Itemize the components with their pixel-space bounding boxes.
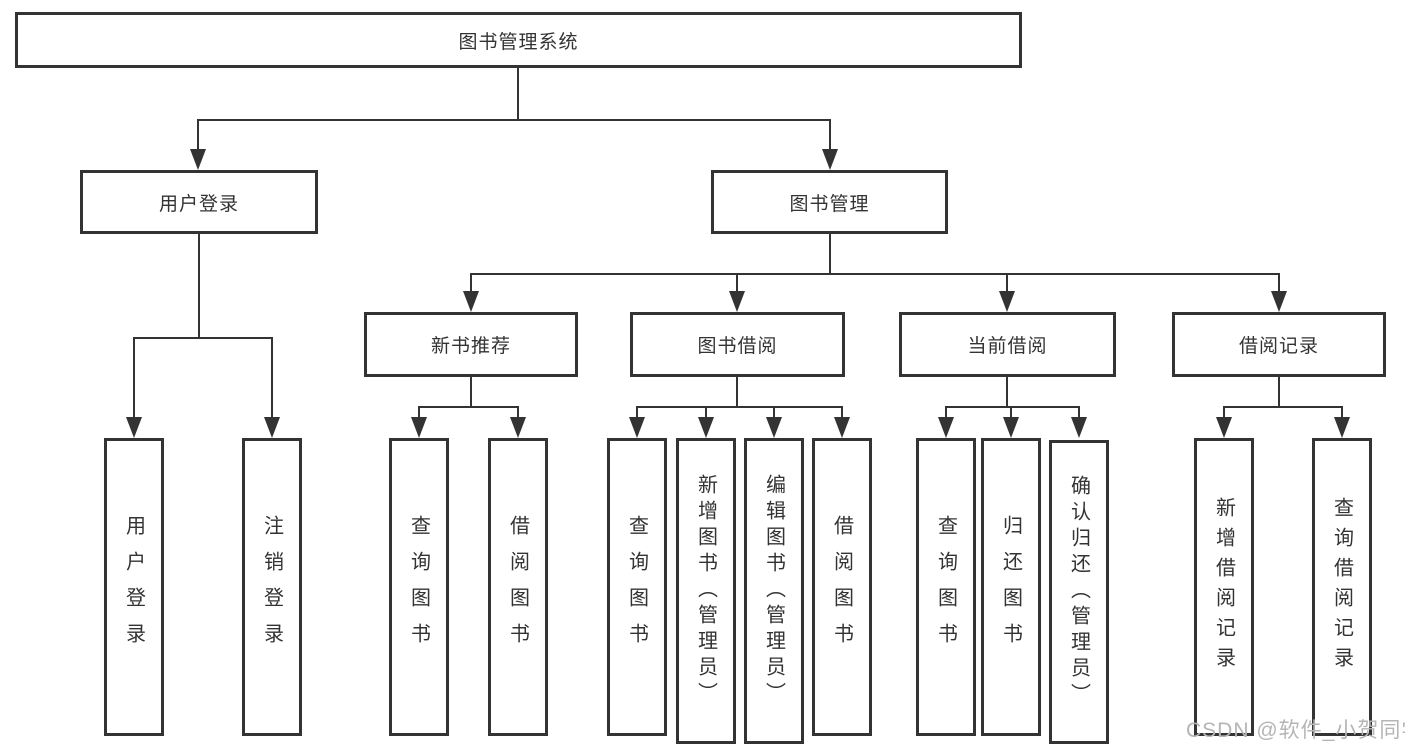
- connector-line: [517, 408, 519, 419]
- arrow-down-icon: [729, 291, 745, 312]
- connector-line: [470, 273, 1280, 275]
- arrow-down-icon: [938, 417, 954, 438]
- arrow-down-icon: [264, 417, 280, 438]
- connector-line: [945, 408, 947, 419]
- arrow-down-icon: [126, 417, 142, 438]
- connector-line: [470, 275, 472, 293]
- connector-line: [470, 377, 472, 408]
- node-user-login-group: 用户登录: [80, 170, 318, 234]
- connector-line: [418, 406, 519, 408]
- connector-line: [636, 406, 843, 408]
- node-book-management-group: 图书管理: [711, 170, 948, 234]
- connector-line: [418, 408, 420, 419]
- leaf-br-add-record: 新增借阅记录: [1194, 438, 1254, 736]
- connector-line: [517, 68, 519, 121]
- leaf-bb-query-book: 查询图书: [607, 438, 667, 736]
- connector-line: [198, 234, 200, 339]
- node-book-management-group-label: 图书管理: [789, 193, 870, 215]
- leaf-nbr-borrow-book: 借阅图书: [488, 438, 548, 736]
- leaf-cb-confirm-return-admin: 确认归还（管理员）: [1049, 440, 1109, 744]
- connector-line: [1010, 408, 1012, 419]
- node-book-borrow-label: 图书借阅: [697, 336, 778, 357]
- leaf-logout: 注销登录: [242, 438, 302, 736]
- connector-line: [133, 339, 135, 419]
- csdn-watermark: CSDN @软件_小贺同学: [1186, 719, 1405, 742]
- connector-line: [773, 408, 775, 419]
- connector-line: [829, 121, 831, 151]
- arrow-down-icon: [1003, 417, 1019, 438]
- connector-line: [705, 408, 707, 419]
- node-root: 图书管理系统: [15, 12, 1022, 68]
- connector-line: [736, 377, 738, 408]
- connector-line: [1278, 275, 1280, 293]
- connector-line: [1223, 406, 1343, 408]
- leaf-bb-add-book-admin: 新增图书（管理员）: [676, 438, 736, 744]
- leaf-br-query-record: 查询借阅记录: [1312, 438, 1372, 736]
- node-book-borrow: 图书借阅: [630, 312, 845, 377]
- connector-line: [271, 339, 273, 419]
- node-current-borrow: 当前借阅: [899, 312, 1116, 377]
- node-user-login-group-label: 用户登录: [158, 193, 239, 215]
- connector-line: [1341, 408, 1343, 419]
- arrow-down-icon: [834, 417, 850, 438]
- leaf-cb-query-book: 查询图书: [916, 438, 976, 736]
- connector-line: [1278, 377, 1280, 408]
- arrow-down-icon: [1216, 417, 1232, 438]
- arrow-down-icon: [411, 417, 427, 438]
- node-borrow-record: 借阅记录: [1172, 312, 1386, 377]
- connector-line: [1223, 408, 1225, 419]
- arrow-down-icon: [1071, 417, 1087, 438]
- arrow-down-icon: [463, 291, 479, 312]
- arrow-down-icon: [698, 417, 714, 438]
- connector-line: [133, 337, 273, 339]
- arrow-down-icon: [1334, 417, 1350, 438]
- node-borrow-record-label: 借阅记录: [1238, 336, 1319, 357]
- connector-line: [1006, 377, 1008, 408]
- node-new-book-recommend: 新书推荐: [364, 312, 578, 377]
- connector-line: [945, 406, 1080, 408]
- node-root-label: 图书管理系统: [458, 31, 579, 53]
- arrow-down-icon: [999, 291, 1015, 312]
- connector-line: [197, 121, 199, 151]
- leaf-nbr-query-book: 查询图书: [389, 438, 449, 736]
- arrow-down-icon: [510, 417, 526, 438]
- node-new-book-recommend-label: 新书推荐: [430, 336, 511, 357]
- connector-line: [1006, 275, 1008, 293]
- connector-line: [736, 275, 738, 293]
- arrow-down-icon: [766, 417, 782, 438]
- leaf-bb-edit-book-admin: 编辑图书（管理员）: [744, 438, 804, 744]
- arrow-down-icon: [190, 149, 206, 170]
- leaf-user-login: 用户登录: [104, 438, 164, 736]
- arrow-down-icon: [822, 149, 838, 170]
- leaf-cb-return-book: 归还图书: [981, 438, 1041, 736]
- arrow-down-icon: [1271, 291, 1287, 312]
- connector-line: [636, 408, 638, 419]
- connector-line: [1078, 408, 1080, 419]
- connector-line: [841, 408, 843, 419]
- arrow-down-icon: [629, 417, 645, 438]
- connector-line: [197, 119, 831, 121]
- leaf-bb-borrow-book: 借阅图书: [812, 438, 872, 736]
- node-current-borrow-label: 当前借阅: [967, 336, 1048, 357]
- connector-line: [829, 234, 831, 275]
